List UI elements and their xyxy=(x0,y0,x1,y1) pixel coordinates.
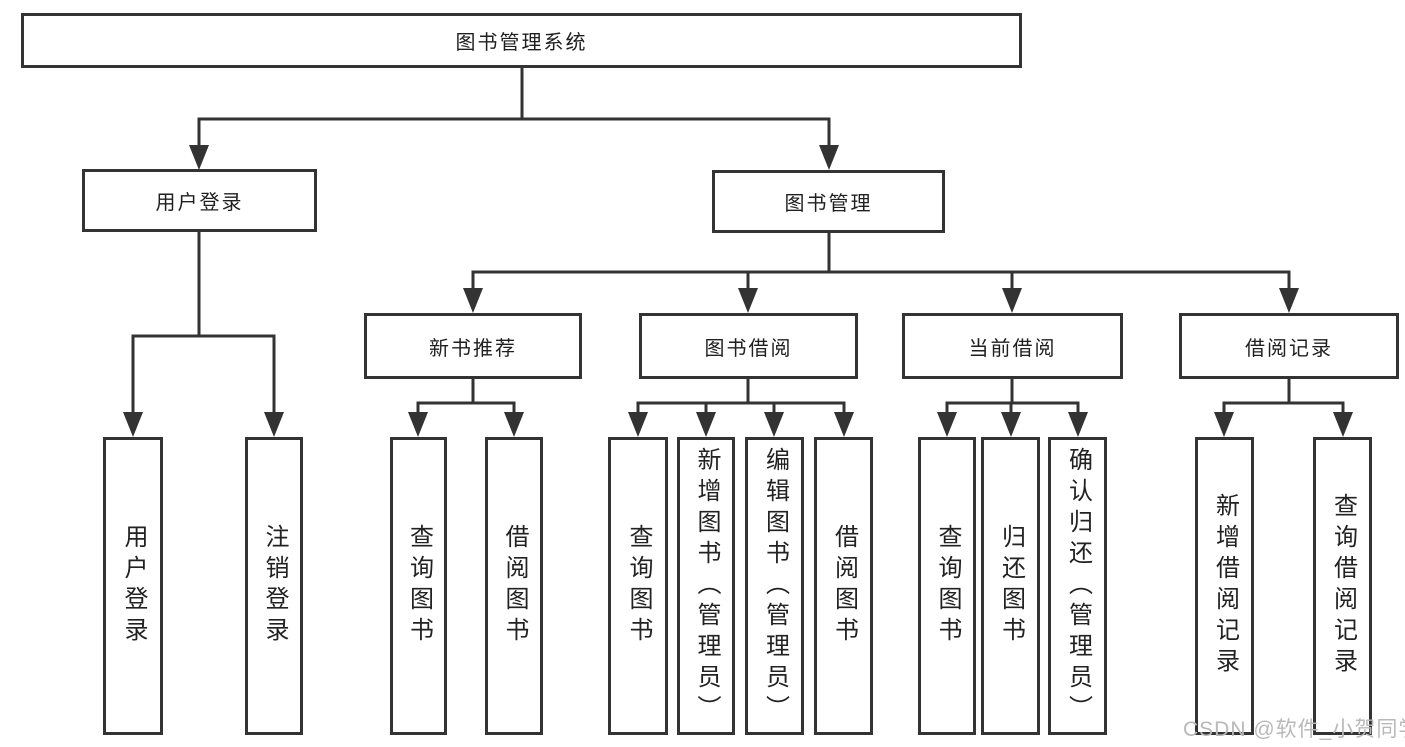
connector-userlogin-to-leaves xyxy=(123,230,284,437)
leaf-add-borrow-record: 新增借阅记录 xyxy=(1195,437,1254,735)
leaf-logout-label: 注销登录 xyxy=(261,524,288,648)
leaf-query-books-borrowing-label: 查询图书 xyxy=(625,524,652,648)
leaf-confirm-return-admin: 确认归还（管理员） xyxy=(1048,437,1107,735)
leaf-borrow-books-borrowing-label: 借阅图书 xyxy=(830,524,858,648)
leaf-return-books-label: 归还图书 xyxy=(997,524,1025,648)
leaf-query-borrow-record-label: 查询借阅记录 xyxy=(1329,493,1357,679)
connector-bookmgmt-to-level3 xyxy=(463,231,1299,313)
leaf-logout: 注销登录 xyxy=(245,437,303,735)
leaf-query-borrow-record: 查询借阅记录 xyxy=(1313,437,1372,735)
leaf-add-book-admin: 新增图书（管理员） xyxy=(677,437,735,735)
leaf-edit-book-admin: 编辑图书（管理员） xyxy=(745,437,804,735)
node-current-borrowing: 当前借阅 xyxy=(902,313,1123,379)
leaf-user-login: 用户登录 xyxy=(103,437,163,735)
leaf-query-books-recommend-label: 查询图书 xyxy=(405,524,433,648)
connector-current-to-leaves xyxy=(937,377,1088,437)
connector-borrowing-to-leaves xyxy=(628,377,854,437)
leaf-return-books: 归还图书 xyxy=(981,437,1040,735)
leaf-query-books-borrowing: 查询图书 xyxy=(608,437,668,735)
node-user-login: 用户登录 xyxy=(82,169,317,232)
node-book-management: 图书管理 xyxy=(712,170,945,233)
leaf-borrow-books-recommend-label: 借阅图书 xyxy=(501,524,528,648)
node-borrowing-records: 借阅记录 xyxy=(1179,313,1399,379)
connector-root-to-level2 xyxy=(189,65,839,170)
node-root-system: 图书管理系统 xyxy=(21,13,1022,68)
leaf-borrow-books-borrowing: 借阅图书 xyxy=(814,437,873,735)
leaf-add-borrow-record-label: 新增借阅记录 xyxy=(1211,493,1239,679)
leaf-edit-book-admin-label: 编辑图书（管理员） xyxy=(761,446,789,726)
leaf-user-login-label: 用户登录 xyxy=(120,524,147,648)
csdn-watermark: CSDN @软件_小贺同学 xyxy=(1183,718,1405,741)
connector-records-to-leaves xyxy=(1214,377,1353,437)
leaf-query-books-recommend: 查询图书 xyxy=(390,437,447,735)
leaf-query-books-current: 查询图书 xyxy=(918,437,976,735)
connector-newbook-to-leaves xyxy=(408,377,524,437)
leaf-add-book-admin-label: 新增图书（管理员） xyxy=(693,446,720,726)
leaf-query-books-current-label: 查询图书 xyxy=(934,524,961,648)
node-new-book-recommendation: 新书推荐 xyxy=(364,313,582,379)
node-book-borrowing: 图书借阅 xyxy=(639,313,858,379)
leaf-confirm-return-admin-label: 确认归还（管理员） xyxy=(1064,446,1092,726)
leaf-borrow-books-recommend: 借阅图书 xyxy=(485,437,543,735)
